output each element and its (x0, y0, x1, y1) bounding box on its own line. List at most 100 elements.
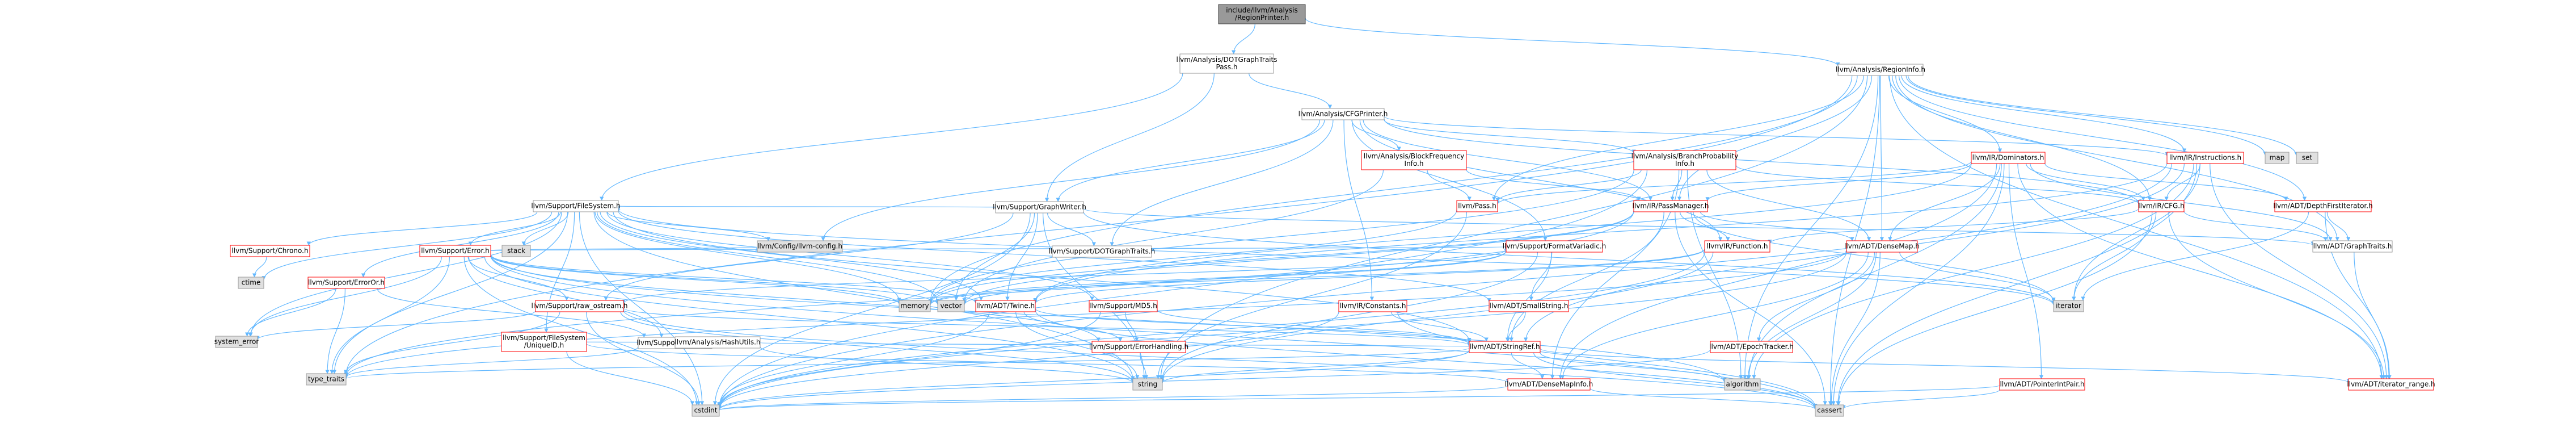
node-erroror[interactable]: llvm/Support/ErrorOr.h (307, 277, 385, 289)
node-filesystem[interactable]: llvm/Support/FileSystem.h (531, 200, 621, 212)
node-chrono[interactable]: llvm/Support/Chrono.h (230, 245, 310, 257)
node-twine[interactable]: llvm/ADT/Twine.h (975, 300, 1036, 312)
node-root[interactable]: include/llvm/Analysis/RegionPrinter.h (1218, 4, 1306, 24)
node-dotgraphtraits[interactable]: llvm/Support/DOTGraphTraits.h (1049, 245, 1155, 258)
node-graphwriter[interactable]: llvm/Support/GraphWriter.h (993, 201, 1086, 214)
node-box-stack[interactable] (501, 245, 531, 257)
node-box-twine[interactable] (975, 300, 1036, 312)
node-box-blockfreq[interactable] (1361, 150, 1467, 170)
node-box-cstdint[interactable] (692, 404, 720, 417)
node-box-epochtracker[interactable] (1710, 341, 1793, 353)
node-box-formatvariadic[interactable] (1506, 240, 1603, 253)
node-errorh[interactable]: llvm/Support/Error.h (419, 245, 491, 257)
node-box-rawostream[interactable] (535, 300, 624, 312)
node-box-root[interactable] (1218, 4, 1306, 24)
node-box-string[interactable] (1132, 378, 1163, 391)
node-iterator[interactable]: iterator (2053, 300, 2084, 312)
node-configh[interactable]: llvm/Config/llvm-config.h (757, 240, 843, 253)
node-box-vector[interactable] (937, 300, 965, 312)
node-md5[interactable]: llvm/Support/MD5.h (1089, 300, 1158, 312)
node-stringref[interactable]: llvm/ADT/StringRef.h (1469, 341, 1541, 353)
node-rawostream[interactable]: llvm/Support/raw_ostream.h (532, 300, 628, 312)
node-box-ctime[interactable] (238, 277, 264, 289)
node-box-branchprob[interactable] (1633, 150, 1736, 170)
node-cfg[interactable]: llvm/IR/CFG.h (2138, 200, 2185, 212)
node-uniqueid[interactable]: llvm/Support/FileSystem/UniqueID.h (501, 332, 587, 352)
node-stack[interactable]: stack (501, 245, 531, 257)
node-ctime[interactable]: ctime (238, 277, 264, 289)
node-box-errorh[interactable] (419, 245, 491, 257)
node-box-constants[interactable] (1338, 300, 1407, 312)
node-box-map[interactable] (2265, 152, 2290, 164)
node-box-passmanager[interactable] (1633, 200, 1708, 212)
node-label-iterator: iterator (2056, 302, 2081, 310)
node-box-dotgraphtraitspass[interactable] (1179, 53, 1274, 74)
node-box-memory[interactable] (899, 300, 931, 312)
node-box-chrono[interactable] (230, 245, 310, 257)
node-vector[interactable]: vector (937, 300, 965, 312)
node-cassert[interactable]: cassert (1815, 404, 1844, 417)
node-hashutils[interactable]: llvm/Analysis/HashUtils.h (674, 336, 761, 349)
node-box-function[interactable] (1704, 240, 1770, 253)
node-box-typetraits[interactable] (306, 373, 347, 386)
node-box-algorithm[interactable] (1724, 378, 1761, 391)
node-memory[interactable]: memory (899, 300, 931, 312)
node-box-densemap[interactable] (1846, 240, 1918, 253)
node-dominators[interactable]: llvm/IR/Dominators.h (1971, 152, 2046, 164)
node-function[interactable]: llvm/IR/Function.h (1704, 240, 1770, 253)
node-smallstring[interactable]: llvm/ADT/SmallString.h (1489, 300, 1569, 312)
node-set[interactable]: set (2296, 152, 2318, 164)
node-box-errorhandling[interactable] (1091, 341, 1186, 353)
node-box-systemerror[interactable] (215, 336, 258, 348)
node-box-instructions[interactable] (2166, 152, 2244, 164)
node-string[interactable]: string (1132, 378, 1163, 391)
node-box-depthfirst[interactable] (2274, 200, 2372, 212)
node-cstdint[interactable]: cstdint (692, 404, 720, 417)
node-pass[interactable]: llvm/Pass.h (1456, 200, 1498, 212)
node-box-configh[interactable] (757, 240, 843, 253)
node-box-smallstring[interactable] (1489, 300, 1569, 312)
node-box-regioninfo[interactable] (1837, 64, 1924, 76)
node-box-graphtraits[interactable] (2312, 240, 2393, 253)
node-errorhandling[interactable]: llvm/Support/ErrorHandling.h (1089, 341, 1188, 353)
node-passmanager[interactable]: llvm/IR/PassManager.h (1633, 200, 1709, 212)
node-box-set[interactable] (2296, 152, 2318, 164)
node-box-cassert[interactable] (1815, 404, 1844, 417)
node-box-iterator[interactable] (2053, 300, 2084, 312)
node-iteratorrange[interactable]: llvm/ADT/iterator_range.h (2347, 378, 2435, 391)
node-map[interactable]: map (2265, 152, 2290, 164)
node-box-filesystem[interactable] (533, 200, 619, 212)
node-algorithm[interactable]: algorithm (1724, 378, 1761, 391)
node-box-cfgprinter[interactable] (1301, 108, 1385, 120)
node-box-cfg[interactable] (2138, 200, 2185, 212)
node-box-pass[interactable] (1456, 200, 1498, 212)
node-epochtracker[interactable]: llvm/ADT/EpochTracker.h (1709, 341, 1794, 353)
node-box-erroror[interactable] (307, 277, 385, 289)
node-box-md5[interactable] (1089, 300, 1158, 312)
node-densemap[interactable]: llvm/ADT/DenseMap.h (1844, 240, 1920, 253)
node-constants[interactable]: llvm/IR/Constants.h (1338, 300, 1407, 312)
node-densemapinfo[interactable]: llvm/ADT/DenseMapInfo.h (1505, 378, 1593, 391)
node-box-densemapinfo[interactable] (1507, 378, 1591, 391)
node-depthfirst[interactable]: llvm/ADT/DepthFirstIterator.h (2273, 200, 2373, 212)
node-cfgprinter[interactable]: llvm/Analysis/CFGPrinter.h (1298, 108, 1388, 120)
node-box-uniqueid[interactable] (501, 332, 587, 352)
node-box-dotgraphtraits[interactable] (1052, 245, 1152, 258)
node-box-stringref[interactable] (1469, 341, 1541, 353)
node-systemerror[interactable]: system_error (214, 336, 259, 348)
node-box-hashutils[interactable] (674, 336, 761, 349)
node-graphtraits[interactable]: llvm/ADT/GraphTraits.h (2312, 240, 2393, 253)
node-regioninfo[interactable]: llvm/Analysis/RegionInfo.h (1836, 64, 1925, 76)
node-pointerintpair[interactable]: llvm/ADT/PointerIntPair.h (1999, 378, 2085, 391)
node-box-dominators[interactable] (1971, 152, 2046, 164)
node-box-graphwriter[interactable] (995, 201, 1084, 214)
node-instructions[interactable]: llvm/IR/Instructions.h (2166, 152, 2244, 164)
node-box-iteratorrange[interactable] (2348, 378, 2434, 391)
edge-densemap-to-cstdint (717, 251, 1847, 409)
node-typetraits[interactable]: type_traits (306, 373, 347, 386)
node-box-pointerintpair[interactable] (1999, 378, 2085, 391)
node-formatvariadic[interactable]: llvm/Support/FormatVariadic.h (1503, 240, 1607, 253)
